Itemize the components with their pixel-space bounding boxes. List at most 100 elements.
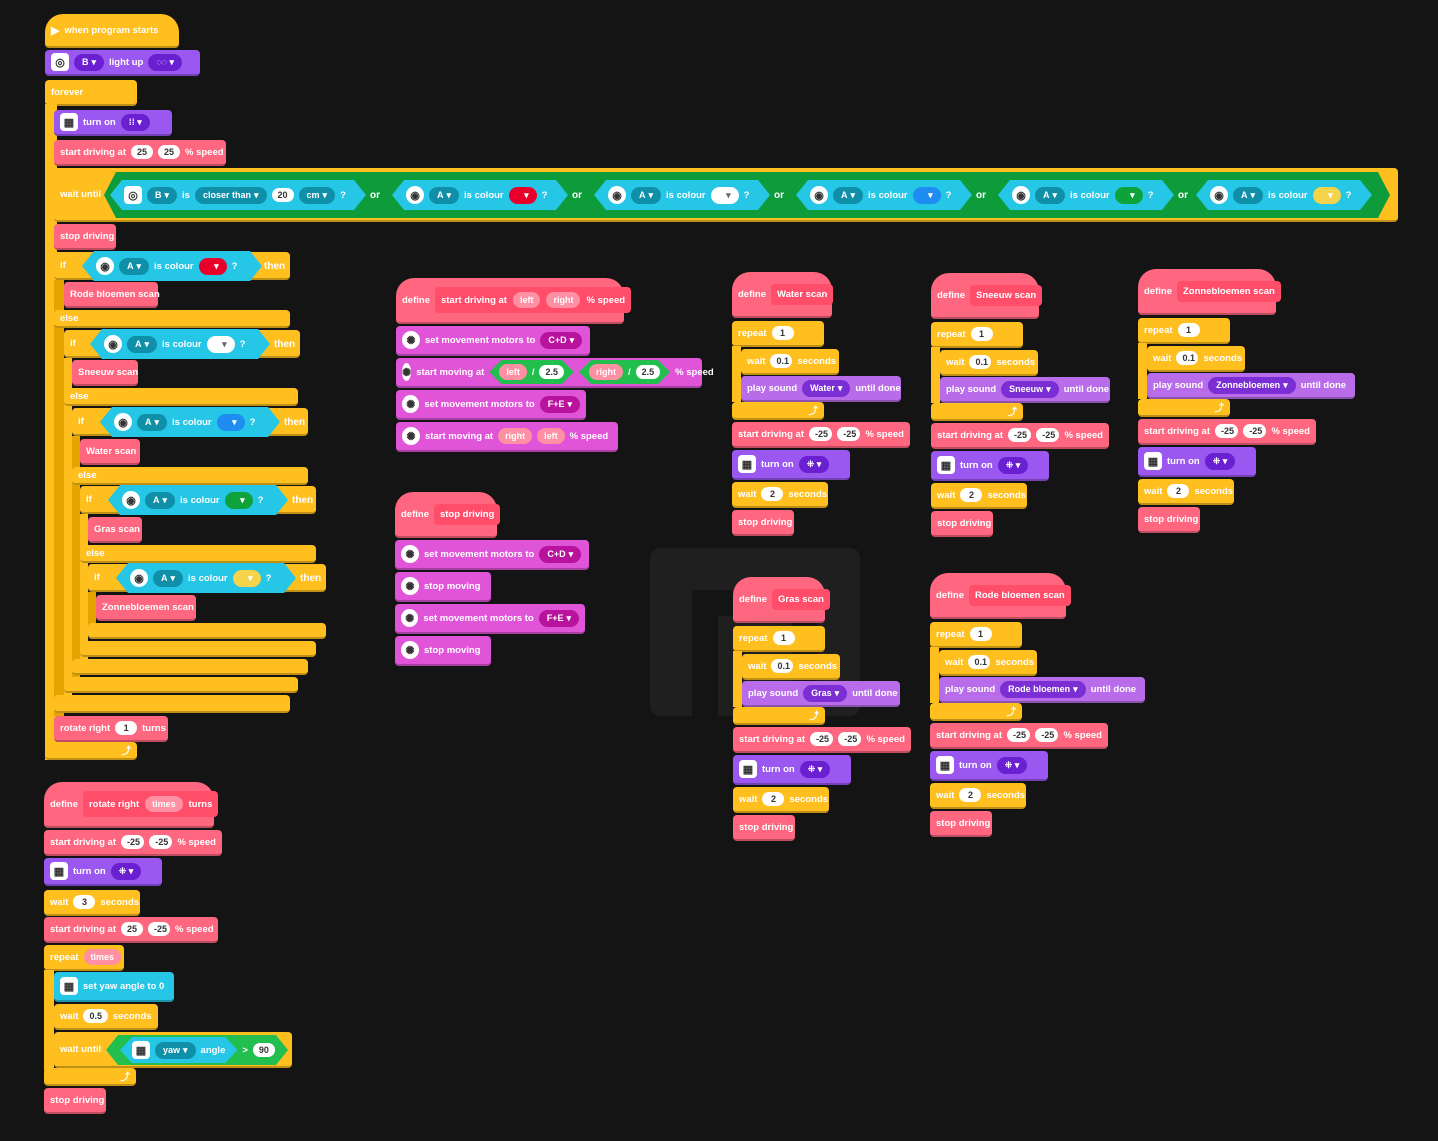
- matrix-pattern-dropdown[interactable]: ⁜ ▾: [798, 455, 830, 473]
- stop-driving-call[interactable]: stop driving: [54, 224, 116, 250]
- matrix-pattern-dropdown[interactable]: ⁜ ▾: [110, 862, 142, 880]
- play-sound-block[interactable]: play sound Gras▾ until done: [742, 681, 900, 707]
- turn-on-display-block[interactable]: ▦ turn on ⁜ ▾: [930, 751, 1048, 781]
- play-sound-block[interactable]: play sound Rode bloemen▾ until done: [939, 677, 1145, 703]
- if-condition-red[interactable]: ◉ A▾ is colour ▾ ?: [82, 251, 262, 281]
- play-sound-block[interactable]: play sound Water▾ until done: [741, 376, 901, 402]
- start-driving-block[interactable]: start driving at -25 -25 % speed: [732, 422, 910, 448]
- hat-when-program-starts[interactable]: ▶ when program starts: [45, 14, 179, 48]
- colour-dropdown-red[interactable]: ▾: [199, 258, 227, 275]
- turn-on-display-block[interactable]: ▦ turn on ⁜ ▾: [931, 451, 1049, 481]
- right-speed-input[interactable]: -25: [149, 835, 173, 849]
- port-dropdown[interactable]: B▾: [147, 187, 177, 204]
- start-driving-block[interactable]: start driving at -25 -25 % speed: [44, 830, 222, 856]
- port-dropdown[interactable]: A▾: [1233, 187, 1263, 204]
- stop-driving-call[interactable]: stop driving: [44, 1088, 106, 1114]
- call-water-scan[interactable]: Water scan: [80, 439, 140, 465]
- repeat-count-input[interactable]: 1: [771, 326, 794, 340]
- repeat-block[interactable]: repeat times: [44, 945, 124, 971]
- call-rotate-right[interactable]: rotate right 1 turns: [54, 716, 168, 742]
- port-dropdown[interactable]: B▾: [74, 53, 105, 71]
- colour-dropdown-green[interactable]: ▾: [225, 492, 253, 509]
- stop-driving-call[interactable]: stop driving: [930, 811, 992, 837]
- light-pattern-dropdown[interactable]: ◌◌ ▾: [148, 53, 183, 71]
- wait-block[interactable]: wait 0.5 seconds: [54, 1004, 158, 1030]
- wait-block[interactable]: wait 0.1 seconds: [940, 350, 1038, 376]
- define-scan[interactable]: define Rode bloemen scan: [930, 573, 1071, 619]
- turn-on-display-block[interactable]: ▦ turn on ⁜ ▾: [1138, 447, 1256, 477]
- repeat-block[interactable]: repeat 1: [930, 622, 1022, 648]
- angle-input[interactable]: 90: [253, 1043, 275, 1057]
- stop-driving-call[interactable]: stop driving: [732, 510, 794, 536]
- repeat-count-input[interactable]: 1: [772, 631, 795, 645]
- stop-moving-block[interactable]: ✺ stop moving: [395, 572, 491, 602]
- set-movement-motors-block[interactable]: ✺ set movement motors to F+E▾: [396, 390, 586, 420]
- seconds-input[interactable]: 2: [960, 488, 983, 502]
- start-driving-block[interactable]: start driving at -25 -25 % speed: [931, 423, 1109, 449]
- motor-pair-dropdown[interactable]: C+D▾: [540, 331, 583, 349]
- colour-condition-white[interactable]: ◉ A▾ is colour ▾ ?: [594, 180, 770, 210]
- repeat-count-input[interactable]: 1: [1177, 323, 1200, 337]
- port-dropdown[interactable]: A▾: [127, 336, 157, 353]
- right-argument[interactable]: right: [546, 292, 581, 308]
- call-sneeuw-scan[interactable]: Sneeuw scan: [72, 360, 138, 386]
- wait-block[interactable]: wait 0.1 seconds: [741, 349, 839, 375]
- colour-dropdown-blue[interactable]: ▾: [913, 187, 941, 204]
- define-scan[interactable]: define Water scan: [732, 272, 834, 318]
- seconds-input[interactable]: 2: [762, 792, 785, 806]
- turn-on-display-block[interactable]: ▦ turn on ⁜ ▾: [732, 450, 850, 480]
- stop-moving-block[interactable]: ✺ stop moving: [395, 636, 491, 666]
- set-movement-motors-block[interactable]: ✺ set movement motors to C+D▾: [396, 326, 590, 356]
- right-speed-input[interactable]: -25: [838, 732, 862, 746]
- seconds-input[interactable]: 0.1: [770, 354, 793, 368]
- yaw-comparison[interactable]: ▦ yaw▾ angle > 90: [106, 1035, 288, 1065]
- sound-dropdown[interactable]: Water▾: [802, 379, 851, 397]
- port-dropdown[interactable]: A▾: [137, 414, 167, 431]
- matrix-pattern-dropdown[interactable]: ⁜ ▾: [799, 760, 831, 778]
- if-condition-green[interactable]: ◉ A▾ is colour ▾ ?: [108, 485, 288, 515]
- start-driving-block[interactable]: start driving at 25 -25 % speed: [44, 917, 218, 943]
- if-condition-yellow[interactable]: ◉ A▾ is colour ▾ ?: [116, 563, 296, 593]
- left-speed-input[interactable]: -25: [809, 427, 833, 441]
- start-driving-block[interactable]: start driving at -25 -25 % speed: [1138, 419, 1316, 445]
- motor-pair-dropdown[interactable]: F+E▾: [538, 609, 579, 627]
- left-speed-input[interactable]: -25: [810, 732, 834, 746]
- stop-driving-call[interactable]: stop driving: [931, 511, 993, 537]
- stop-driving-call[interactable]: stop driving: [1138, 507, 1200, 533]
- wait-block[interactable]: wait 2 seconds: [931, 483, 1027, 509]
- wait-block[interactable]: wait 2 seconds: [930, 783, 1026, 809]
- wait-block[interactable]: wait 3 seconds: [44, 890, 140, 916]
- colour-dropdown-yellow[interactable]: ▾: [233, 570, 261, 587]
- colour-condition-yellow[interactable]: ◉ A▾ is colour ▾ ?: [1196, 180, 1372, 210]
- repeat-block[interactable]: repeat 1: [931, 322, 1023, 348]
- repeat-block[interactable]: repeat 1: [733, 626, 825, 652]
- left-speed-input[interactable]: -25: [1007, 728, 1031, 742]
- right-speed-input[interactable]: -25: [1243, 424, 1267, 438]
- wait-block[interactable]: wait 0.1 seconds: [742, 654, 840, 680]
- port-dropdown[interactable]: A▾: [119, 258, 149, 275]
- play-sound-block[interactable]: play sound Sneeuw▾ until done: [940, 377, 1110, 403]
- set-movement-motors-block[interactable]: ✺ set movement motors to C+D▾: [395, 540, 589, 570]
- port-dropdown[interactable]: A▾: [1035, 187, 1065, 204]
- seconds-input[interactable]: 2: [1167, 484, 1190, 498]
- right-speed-input[interactable]: 25: [158, 145, 180, 159]
- port-dropdown[interactable]: A▾: [631, 187, 661, 204]
- colour-condition-green[interactable]: ◉ A▾ is colour ▾ ?: [998, 180, 1174, 210]
- set-movement-motors-block[interactable]: ✺ set movement motors to F+E▾: [395, 604, 585, 634]
- define-stop-driving[interactable]: define stop driving: [395, 492, 501, 538]
- wait-block[interactable]: wait 0.1 seconds: [939, 650, 1037, 676]
- times-input[interactable]: 1: [115, 721, 138, 735]
- seconds-input[interactable]: 0.1: [771, 659, 794, 673]
- port-dropdown[interactable]: A▾: [153, 570, 183, 587]
- if-condition-blue[interactable]: ◉ A▾ is colour ▾ ?: [100, 407, 280, 437]
- define-scan[interactable]: define Sneeuw scan: [931, 273, 1043, 319]
- turn-on-display-block[interactable]: ▦ turn on ⁜ ▾: [44, 858, 162, 886]
- sound-dropdown[interactable]: Zonnebloemen▾: [1208, 376, 1296, 394]
- light-up-block[interactable]: ◎ B▾ light up ◌◌ ▾: [45, 50, 200, 76]
- wait-block[interactable]: wait 2 seconds: [732, 482, 828, 508]
- define-scan[interactable]: define Zonnebloemen scan: [1138, 269, 1281, 315]
- right-speed-input[interactable]: -25: [1035, 728, 1059, 742]
- colour-dropdown-red[interactable]: ▾: [509, 187, 537, 204]
- colour-dropdown-yellow[interactable]: ▾: [1313, 187, 1341, 204]
- seconds-input[interactable]: 2: [959, 788, 982, 802]
